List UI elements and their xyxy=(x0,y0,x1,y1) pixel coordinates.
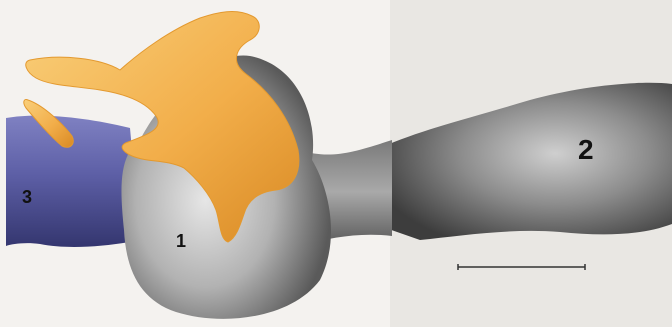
label-one: 1 xyxy=(176,232,186,250)
blue-structure xyxy=(6,116,140,247)
label-two: 2 xyxy=(578,136,594,164)
label-three: 3 xyxy=(22,188,32,206)
